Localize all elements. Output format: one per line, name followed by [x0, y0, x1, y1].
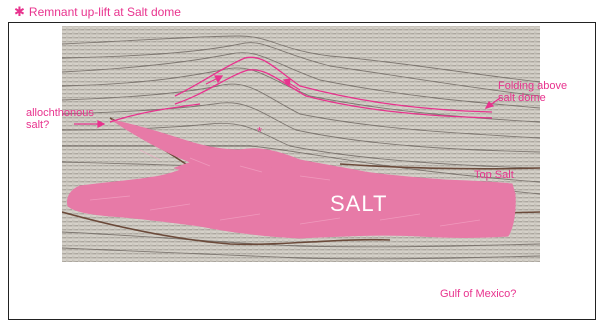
folding-annotation: Folding above salt dome [498, 80, 584, 104]
top-salt-annotation: Top Salt [474, 169, 514, 181]
salt-label: SALT [330, 191, 387, 217]
allochthonous-annotation: allochthonous salt? [26, 107, 114, 131]
title-text: Remnant up-lift at Salt dome [29, 5, 181, 19]
uplift-marker: * [257, 126, 262, 138]
asterisk-icon: ✱ [14, 4, 25, 19]
gulf-annotation: Gulf of Mexico? [440, 288, 516, 300]
title-annotation: ✱ Remnant up-lift at Salt dome [14, 6, 181, 18]
